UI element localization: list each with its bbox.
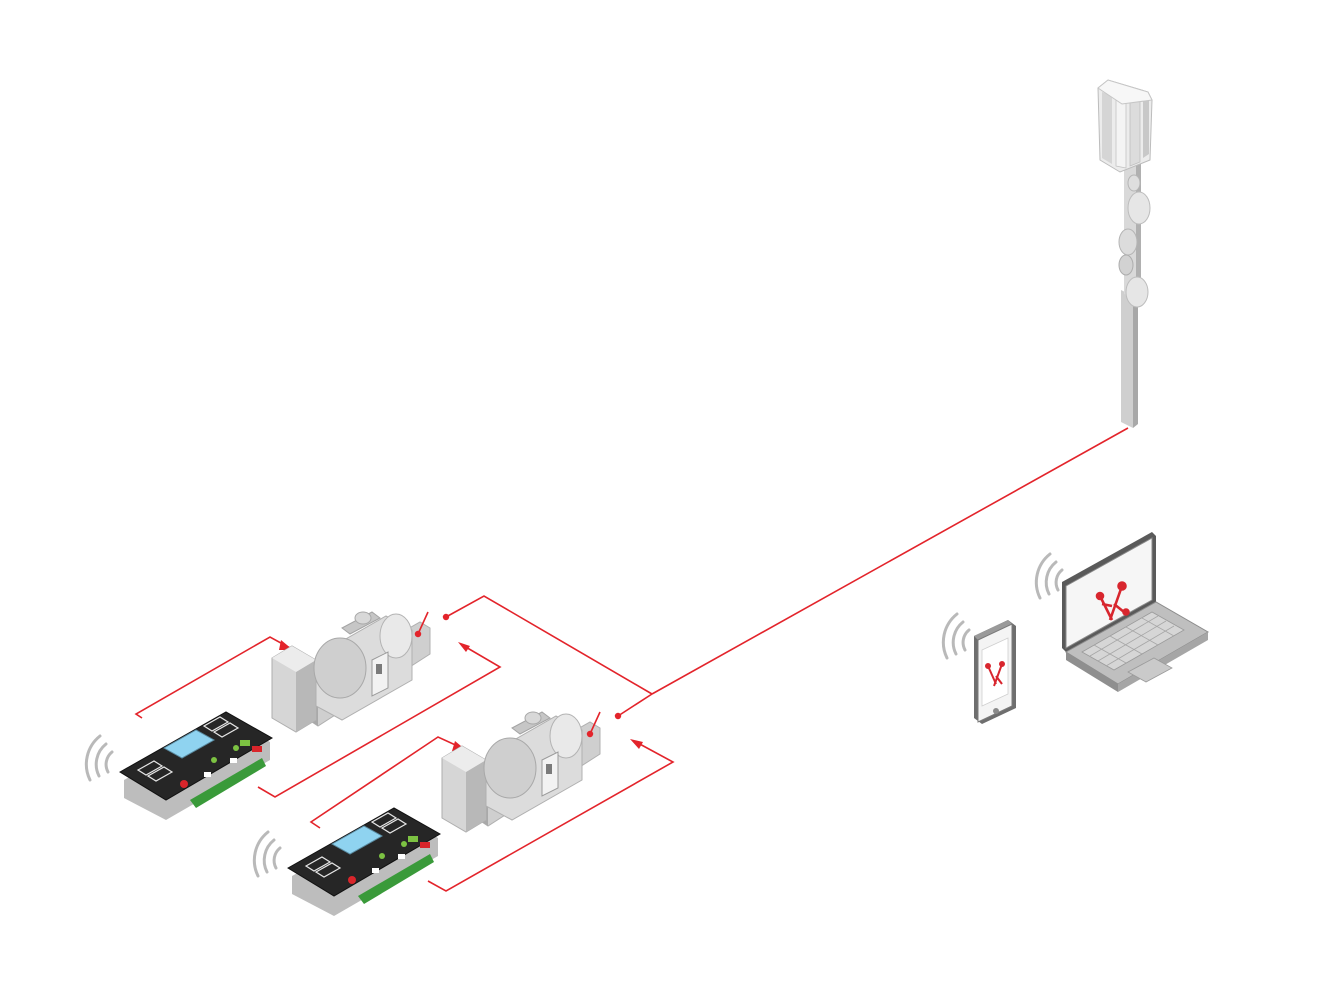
arrow-into-gen1-breaker — [458, 642, 470, 652]
arrowheads — [279, 640, 643, 751]
tower-feed-line — [651, 427, 1129, 695]
wifi-signal-icon — [84, 734, 114, 782]
wifi-signal-icon — [252, 830, 282, 878]
feedback-line-gen2-ctrl2 — [427, 741, 675, 892]
cell-tower-icon — [1097, 79, 1153, 428]
control-line-ctrl2-gen2 — [309, 736, 463, 829]
bus-line-gen1 — [445, 595, 653, 695]
wifi-signal-icon — [941, 612, 971, 660]
arrow-into-gen2-breaker — [630, 739, 643, 749]
wifi-signal-icon — [1034, 552, 1064, 600]
circuit-breaker-icon — [414, 611, 450, 638]
bus-line-gen2 — [617, 693, 653, 717]
control-line-ctrl1-gen1 — [134, 636, 291, 719]
controller-panel-icon — [119, 711, 274, 820]
generator-icon — [441, 711, 601, 833]
controller-panel-icon — [287, 807, 442, 916]
brand-logo-icon — [1095, 581, 1130, 621]
wiring — [134, 427, 1129, 892]
circuit-breaker-icon — [586, 711, 622, 738]
feedback-line-gen1-ctrl1 — [257, 645, 502, 798]
generator-icon — [271, 611, 431, 733]
laptop-icon — [1062, 532, 1209, 692]
smartphone-icon — [974, 620, 1016, 724]
brand-logo-icon — [985, 661, 1005, 687]
